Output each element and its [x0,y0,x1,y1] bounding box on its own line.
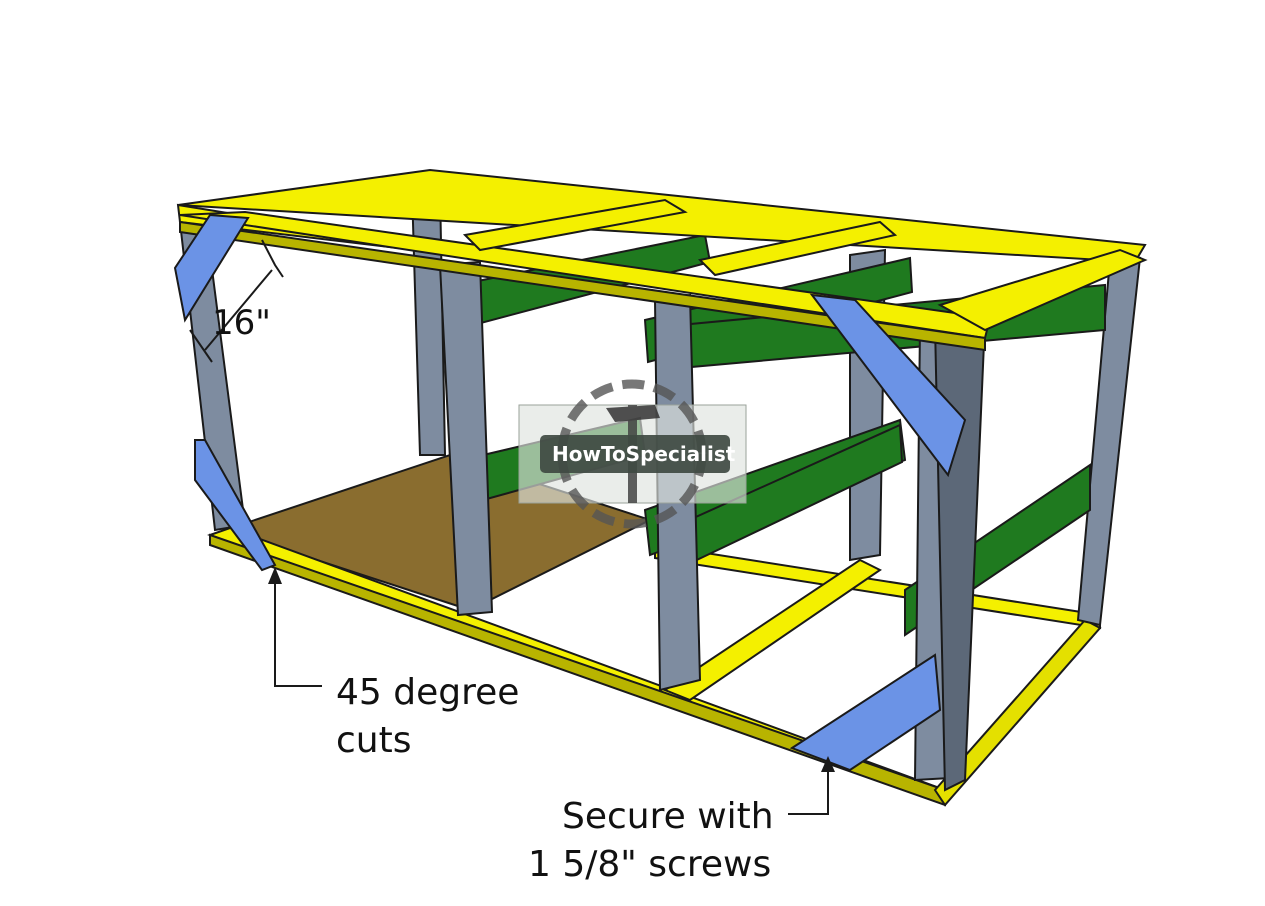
diagonal-braces [173,213,967,772]
watermark-text: HowToSpecialist [552,442,736,466]
dimension-label: 16" [212,303,271,343]
secure-callout [788,756,835,815]
arrow-head [268,567,282,584]
brace-top-right [809,293,967,478]
bottom-frame [207,526,1102,807]
cuts-label-line2: cuts [336,720,411,761]
watermark: HowToSpecialist [518,379,747,529]
cuts-label-line1: 45 degree [336,672,519,713]
secure-label-line2: 1 5/8" screws [528,844,771,885]
top-frame [176,168,1148,352]
secure-label-line1: Secure with [562,796,774,837]
cuts-callout [268,567,322,687]
brace-bottom-left [194,439,277,572]
arrow-head [821,756,835,772]
brace-top-left [173,213,250,323]
dimension-lines [189,239,284,363]
